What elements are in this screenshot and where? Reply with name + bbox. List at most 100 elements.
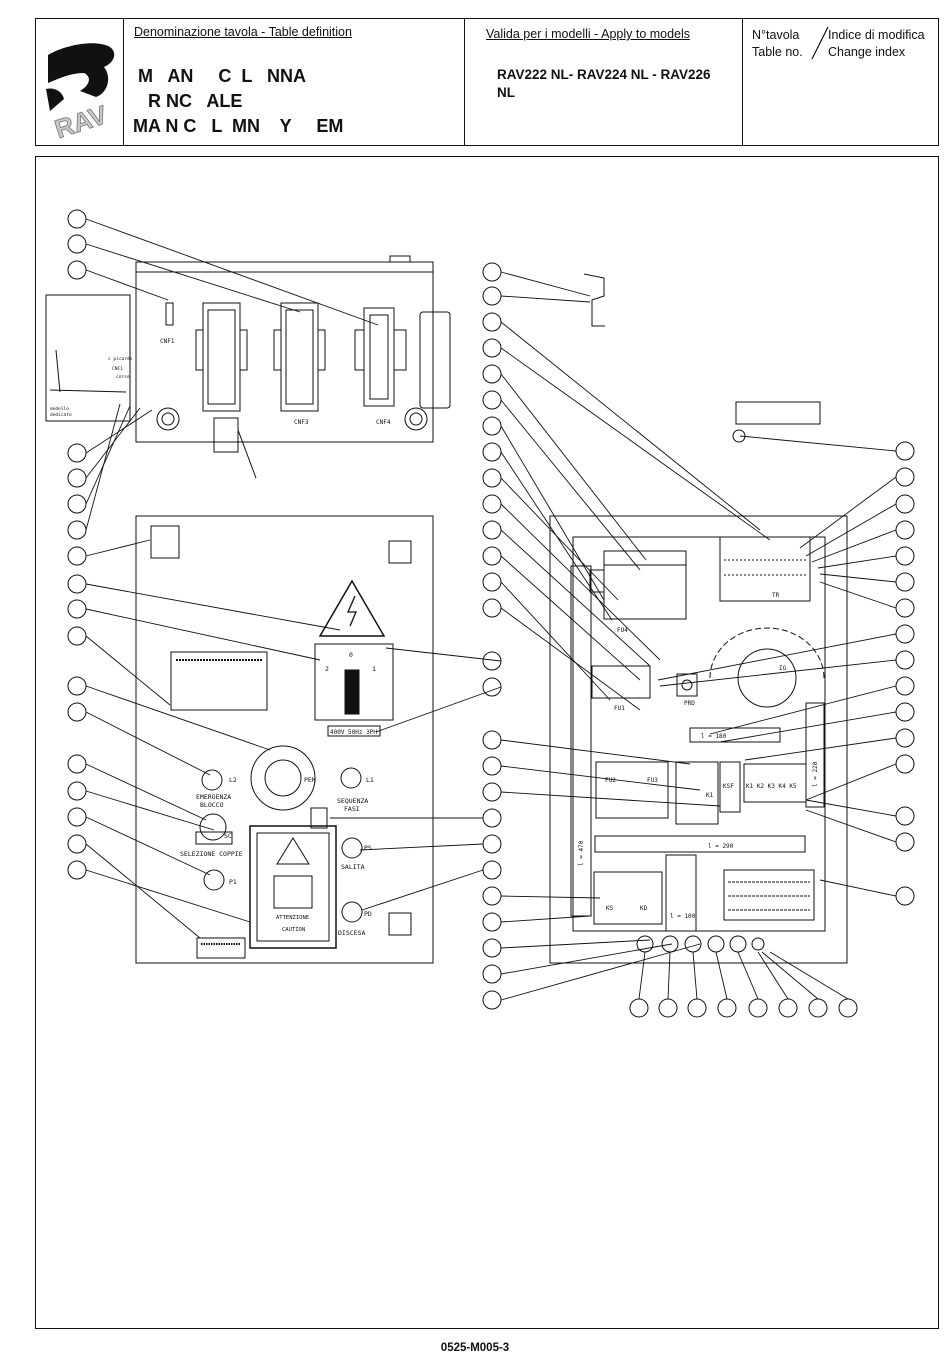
leader-line bbox=[805, 763, 897, 801]
callout-balloon bbox=[658, 998, 678, 1018]
l2-caption-2: BLOCCO bbox=[200, 801, 224, 809]
callout-balloon bbox=[838, 998, 858, 1018]
callout-balloon bbox=[808, 998, 828, 1018]
label-k-row: K1 K2 K3 K4 K5 bbox=[746, 783, 797, 790]
leader-line bbox=[500, 765, 701, 791]
callout-balloon bbox=[895, 624, 915, 644]
leader-line bbox=[500, 373, 647, 561]
leader-line bbox=[500, 581, 611, 701]
leader-line bbox=[709, 685, 897, 735]
table-definition-caption: Denominazione tavola - Table definition bbox=[134, 25, 352, 39]
main-switch-ig bbox=[737, 648, 797, 708]
leader-line bbox=[361, 869, 484, 911]
leader-line bbox=[85, 763, 207, 821]
label-ig: IG bbox=[779, 665, 787, 672]
callout-balloon bbox=[482, 572, 502, 592]
callout-balloons bbox=[67, 209, 915, 1018]
callout-balloon bbox=[895, 650, 915, 670]
callout-balloon bbox=[67, 209, 87, 229]
callout-balloon bbox=[717, 998, 737, 1018]
label-ks: KS bbox=[606, 905, 614, 912]
leader-line bbox=[715, 951, 728, 1000]
main-switch bbox=[314, 643, 394, 721]
leader-line bbox=[85, 816, 211, 876]
callout-balloon bbox=[895, 520, 915, 540]
callout-balloon bbox=[67, 546, 87, 566]
models-value: RAV222 NL- RAV224 NL - RAV226 NL bbox=[497, 67, 711, 100]
callout-balloon bbox=[482, 520, 502, 540]
transformer-tr bbox=[719, 536, 811, 602]
callout-balloon bbox=[482, 416, 502, 436]
callout-balloon bbox=[629, 998, 649, 1018]
leader-line bbox=[799, 476, 897, 549]
label-kd: KD bbox=[640, 905, 648, 912]
fuses-fu2-fu3 bbox=[595, 761, 669, 819]
leader-line bbox=[500, 477, 619, 601]
callout-balloon bbox=[67, 234, 87, 254]
callout-balloon bbox=[482, 886, 502, 906]
wiring-drawing: CNF1 CNF3 CNF4 c picardo CNF1 corso mode… bbox=[45, 209, 915, 1018]
table-no-label-en: Table no. bbox=[752, 45, 803, 59]
connector-cnf3 bbox=[280, 302, 319, 412]
detail-inset bbox=[45, 294, 131, 422]
callout-balloon bbox=[895, 702, 915, 722]
label-fu4: FU4 bbox=[617, 627, 628, 634]
callout-balloon bbox=[482, 494, 502, 514]
label-fu3: FU3 bbox=[647, 777, 658, 784]
label-pd: PD bbox=[364, 910, 372, 918]
contactor-k1 bbox=[675, 761, 719, 825]
door-text: 0 1 2 400V 50Hz 3PH PEM L2 EMERGENZA BLO… bbox=[180, 651, 377, 937]
leader-line bbox=[85, 405, 131, 505]
callout-balloon bbox=[67, 443, 87, 463]
leader-line bbox=[85, 403, 121, 531]
internal-text: FU4 TR IG FU1 PRD l = 180 l = 220 FU2 FU… bbox=[578, 592, 819, 920]
slash-divider bbox=[811, 26, 829, 60]
callout-balloon bbox=[895, 832, 915, 852]
top-left-panel bbox=[45, 255, 451, 479]
top-left-text: CNF1 CNF3 CNF4 c picardo CNF1 corso mode… bbox=[50, 338, 391, 426]
leader-line bbox=[500, 295, 591, 303]
callout-balloon bbox=[482, 286, 502, 306]
leader-line bbox=[659, 659, 897, 687]
label-ps: PS bbox=[364, 844, 372, 852]
callout-balloon bbox=[67, 468, 87, 488]
callout-balloon bbox=[895, 467, 915, 487]
callout-balloon bbox=[482, 860, 502, 880]
callout-balloon bbox=[67, 807, 87, 827]
callout-balloon bbox=[482, 938, 502, 958]
rav-logo: RAV bbox=[46, 43, 115, 141]
change-index-en: Change index bbox=[828, 45, 906, 59]
callout-balloon bbox=[67, 494, 87, 514]
callout-balloon bbox=[67, 626, 87, 646]
leader-line bbox=[757, 951, 789, 1000]
leader-line bbox=[385, 647, 502, 662]
connector-plate bbox=[135, 261, 434, 443]
label-p1: P1 bbox=[229, 878, 237, 886]
callout-balloon bbox=[482, 964, 502, 984]
label-ksf: KSF bbox=[723, 783, 734, 790]
leader-line bbox=[500, 791, 721, 807]
callout-balloon bbox=[895, 754, 915, 774]
callout-balloon bbox=[67, 599, 87, 619]
leader-line bbox=[500, 943, 701, 1001]
inset-text-1: c picardo bbox=[108, 356, 133, 362]
callout-balloon bbox=[482, 730, 502, 750]
l1-caption-2: FASI bbox=[344, 805, 360, 813]
l1-caption-1: SEQUENZA bbox=[337, 797, 368, 805]
warning-text-1: ATTENZIONE bbox=[276, 915, 309, 921]
inset-text-4: modello bbox=[50, 406, 69, 412]
callout-balloon bbox=[895, 572, 915, 592]
front-door-panel bbox=[135, 515, 434, 964]
callout-balloon bbox=[895, 676, 915, 696]
terminal-block bbox=[723, 869, 815, 921]
label-prd: PRD bbox=[684, 700, 695, 707]
title-line-2: R NC ALE bbox=[138, 91, 243, 111]
callout-balloon bbox=[482, 782, 502, 802]
leader-line bbox=[811, 529, 897, 563]
leader-line bbox=[805, 799, 897, 817]
leader-line bbox=[375, 686, 502, 733]
callout-balloon bbox=[482, 262, 502, 282]
leader-line bbox=[805, 503, 897, 557]
callout-balloon bbox=[482, 442, 502, 462]
callout-balloon bbox=[895, 441, 915, 461]
